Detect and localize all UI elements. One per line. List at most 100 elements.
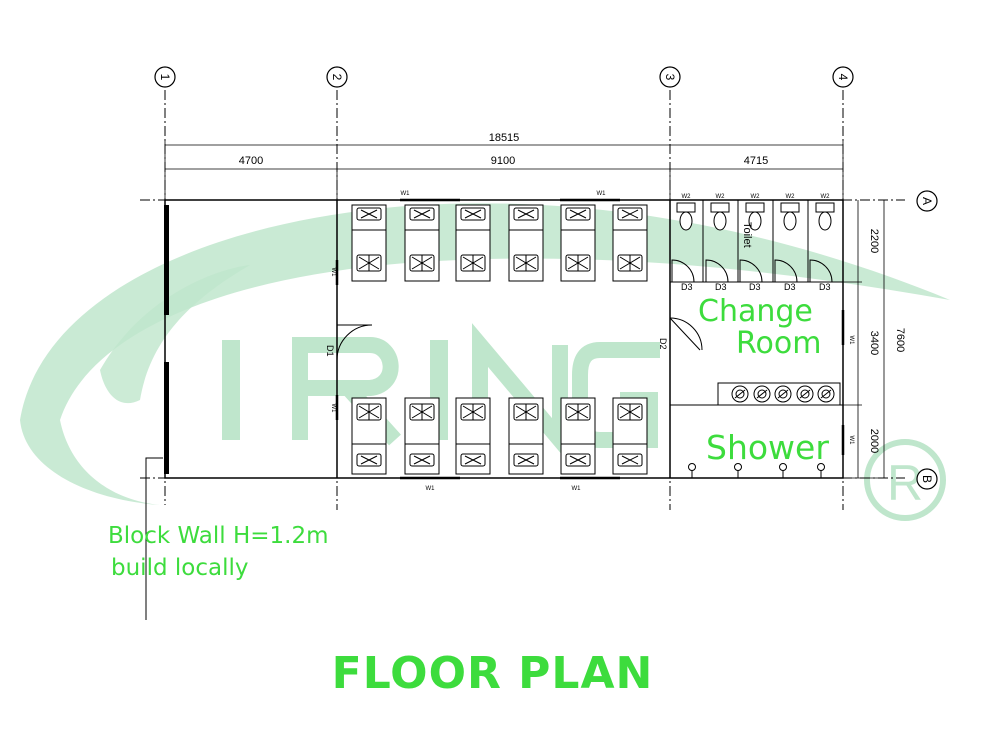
grid-bubble-a bbox=[916, 190, 938, 212]
bunk-bed bbox=[560, 204, 596, 282]
sink bbox=[817, 385, 835, 403]
sink bbox=[796, 385, 814, 403]
bunk-bed bbox=[351, 397, 387, 475]
right-dimensions bbox=[843, 200, 888, 479]
room-label-toilet: Toilet bbox=[741, 222, 753, 248]
room-label-change-line1: Change bbox=[698, 294, 813, 329]
bunk-bed bbox=[455, 397, 491, 475]
stall-door-label: D3 bbox=[784, 282, 796, 292]
window-label-w1-left-a: W1 bbox=[330, 268, 336, 278]
toilet-fixture: W2 bbox=[745, 194, 765, 231]
window-label-w1-right-a: W1 bbox=[848, 336, 854, 346]
watermark-swoosh bbox=[20, 203, 950, 506]
stall-door-label: D3 bbox=[715, 282, 727, 292]
registered-mark-letter: R bbox=[887, 455, 923, 511]
room-label-change-line2: Room bbox=[736, 326, 822, 361]
bunk-bed bbox=[455, 204, 491, 282]
shower-head bbox=[779, 463, 787, 478]
dim-overall-depth: 7600 bbox=[894, 328, 906, 352]
door-d1 bbox=[336, 324, 373, 361]
window-label-w1-bot-a: W1 bbox=[426, 486, 436, 492]
bunk-bed bbox=[404, 397, 440, 475]
top-dimensions bbox=[164, 140, 844, 200]
stall-door bbox=[705, 259, 729, 283]
window-label-w1-bot-b: W1 bbox=[572, 486, 582, 492]
bunk-bed bbox=[612, 397, 648, 475]
stall-door-label: D3 bbox=[819, 282, 831, 292]
shower-head bbox=[688, 463, 696, 478]
shower-head bbox=[734, 463, 742, 478]
door-d2 bbox=[669, 317, 703, 351]
grid-bubble-3 bbox=[659, 66, 681, 88]
dim-right-1: 2200 bbox=[868, 229, 880, 253]
dim-right-3: 2000 bbox=[868, 429, 880, 453]
block-wall-leader bbox=[145, 457, 163, 620]
window-label-w2: W2 bbox=[682, 194, 692, 200]
grid-label-3: 3 bbox=[663, 74, 677, 81]
stall-door-label: D3 bbox=[681, 282, 693, 292]
stall-door-labels: D3 D3 D3 D3 D3 bbox=[681, 282, 831, 292]
toilet-fixture: W2 bbox=[815, 194, 835, 231]
toilet-stalls: W2 W2 W2 W2 W2 bbox=[676, 194, 835, 231]
watermark-letter-n bbox=[472, 323, 568, 462]
grid-label-1: 1 bbox=[158, 74, 172, 81]
window-label-w2: W2 bbox=[716, 194, 726, 200]
dim-right-2: 3400 bbox=[868, 331, 880, 355]
window-marks bbox=[335, 198, 845, 480]
window-label-w1-top-a: W1 bbox=[401, 191, 411, 197]
stall-door bbox=[671, 259, 695, 283]
stall-door bbox=[809, 259, 833, 283]
sink bbox=[774, 385, 792, 403]
dim-bay-1: 4700 bbox=[239, 155, 263, 167]
block-wall-note-line1: Block Wall H=1.2m bbox=[108, 523, 329, 549]
shower-heads bbox=[688, 463, 825, 478]
door-label-d2: D2 bbox=[658, 338, 668, 350]
page-title: FLOOR PLAN bbox=[331, 648, 654, 699]
watermark-letter-i bbox=[222, 340, 240, 440]
bunk-bed bbox=[612, 204, 648, 282]
room-label-shower: Shower bbox=[706, 428, 829, 467]
room-label-change-room: Change Room bbox=[698, 296, 821, 360]
grid-label-b: B bbox=[920, 475, 934, 483]
bunk-bed bbox=[508, 204, 544, 282]
toilet-fixture: W2 bbox=[676, 194, 696, 231]
dim-overall-width: 18515 bbox=[489, 132, 520, 144]
sink bbox=[731, 385, 749, 403]
bunk-beds bbox=[351, 204, 648, 475]
door-label-d1: D1 bbox=[325, 345, 335, 357]
grid-column-bubbles bbox=[154, 66, 938, 490]
stall-door bbox=[739, 259, 763, 283]
watermark-arc bbox=[100, 265, 250, 404]
toilet-fixture: W2 bbox=[780, 194, 800, 231]
registered-mark-circle bbox=[864, 439, 946, 521]
stall-door bbox=[774, 259, 798, 283]
toilet-fixture: W2 bbox=[710, 194, 730, 231]
grid-bubble-b bbox=[916, 468, 938, 490]
grid-label-4: 4 bbox=[836, 74, 850, 81]
window-label-w1-top-b: W1 bbox=[597, 191, 607, 197]
stall-door-label: D3 bbox=[749, 282, 761, 292]
grid-label-a: A bbox=[920, 197, 934, 205]
grid-bubble-1 bbox=[154, 66, 176, 88]
sink-counter bbox=[717, 382, 841, 406]
window-label-w2: W2 bbox=[751, 194, 761, 200]
window-label-w1-left-b: W1 bbox=[330, 404, 336, 414]
grid-bubble-2 bbox=[326, 66, 348, 88]
dim-bay-2: 9100 bbox=[491, 155, 515, 167]
bunk-bed bbox=[508, 397, 544, 475]
grid-label-2: 2 bbox=[330, 74, 344, 81]
window-label-w2: W2 bbox=[821, 194, 831, 200]
grid-bubble-4 bbox=[832, 66, 854, 88]
block-wall-note: Block Wall H=1.2m build locally bbox=[108, 520, 329, 584]
window-label-w2: W2 bbox=[786, 194, 796, 200]
bunk-bed bbox=[351, 204, 387, 282]
block-wall-note-line2: build locally bbox=[111, 555, 249, 581]
block-wall bbox=[164, 205, 169, 474]
bunk-bed bbox=[560, 397, 596, 475]
stall-doors bbox=[671, 259, 833, 283]
sink bbox=[753, 385, 771, 403]
bunk-bed bbox=[404, 204, 440, 282]
sink-row bbox=[731, 385, 835, 403]
window-label-w1-right-b: W1 bbox=[848, 436, 854, 446]
